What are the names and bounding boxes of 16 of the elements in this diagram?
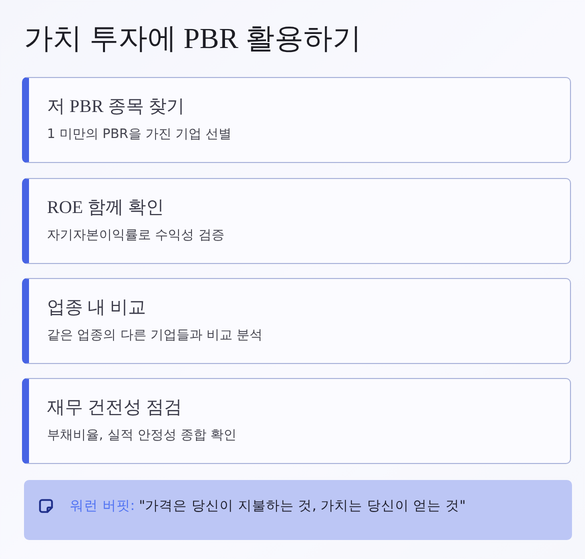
step-card <box>22 77 571 163</box>
card-description: 같은 업종의 다른 기업들과 비교 분석 <box>47 327 263 344</box>
card-description: 부채비율, 실적 안정성 종합 확인 <box>47 427 237 444</box>
card-heading: 재무 건전성 점검 <box>47 396 182 418</box>
step-card <box>22 278 571 364</box>
step-card <box>22 178 571 264</box>
card-description: 1 미만의 PBR을 가진 기업 선별 <box>47 126 232 143</box>
quote-author: 워런 버핏: <box>70 497 135 515</box>
step-card <box>22 378 571 464</box>
card-heading: 저 PBR 종목 찾기 <box>47 95 185 117</box>
card-heading: 업종 내 비교 <box>47 296 146 318</box>
quote-box <box>24 480 572 540</box>
card-description: 자기자본이익률로 수익성 검증 <box>47 227 224 244</box>
quote-text: "가격은 당신이 지불하는 것, 가치는 당신이 얻는 것" <box>139 497 466 515</box>
title: 가치 투자에 PBR 활용하기 <box>24 22 362 57</box>
card-heading: ROE 함께 확인 <box>47 196 164 218</box>
